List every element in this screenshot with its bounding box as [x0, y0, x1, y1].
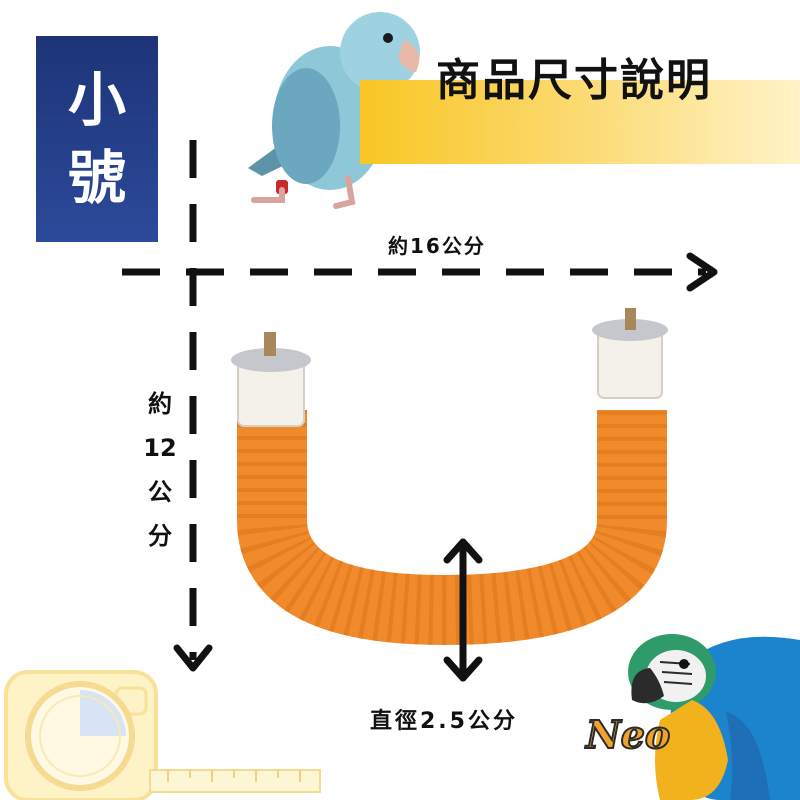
title-band: [360, 80, 800, 164]
size-badge: 小 號: [36, 36, 158, 242]
diameter-label: 直徑2.5公分: [370, 709, 518, 734]
height-arrow: [173, 140, 213, 672]
u-shaped-rope-perch: [231, 308, 668, 646]
size-badge-line1: 小: [67, 66, 126, 134]
page-title: 商品尺寸說明: [436, 55, 712, 106]
height-label-char: 分: [148, 522, 172, 550]
size-badge-line2: 號: [67, 144, 126, 212]
height-label: 約 12 公 分: [140, 382, 180, 558]
height-label-char: 12: [143, 434, 177, 462]
macaw-photo: [628, 634, 800, 800]
width-label: 約16公分: [388, 234, 486, 258]
brand-logo: Neo: [585, 711, 671, 758]
tape-measure-icon: [4, 670, 321, 800]
diameter-arrow: [443, 538, 483, 682]
height-label-char: 公: [148, 478, 172, 506]
height-label-char: 約: [148, 390, 172, 418]
parakeet-photo: [248, 12, 420, 209]
width-arrow: [122, 252, 718, 292]
